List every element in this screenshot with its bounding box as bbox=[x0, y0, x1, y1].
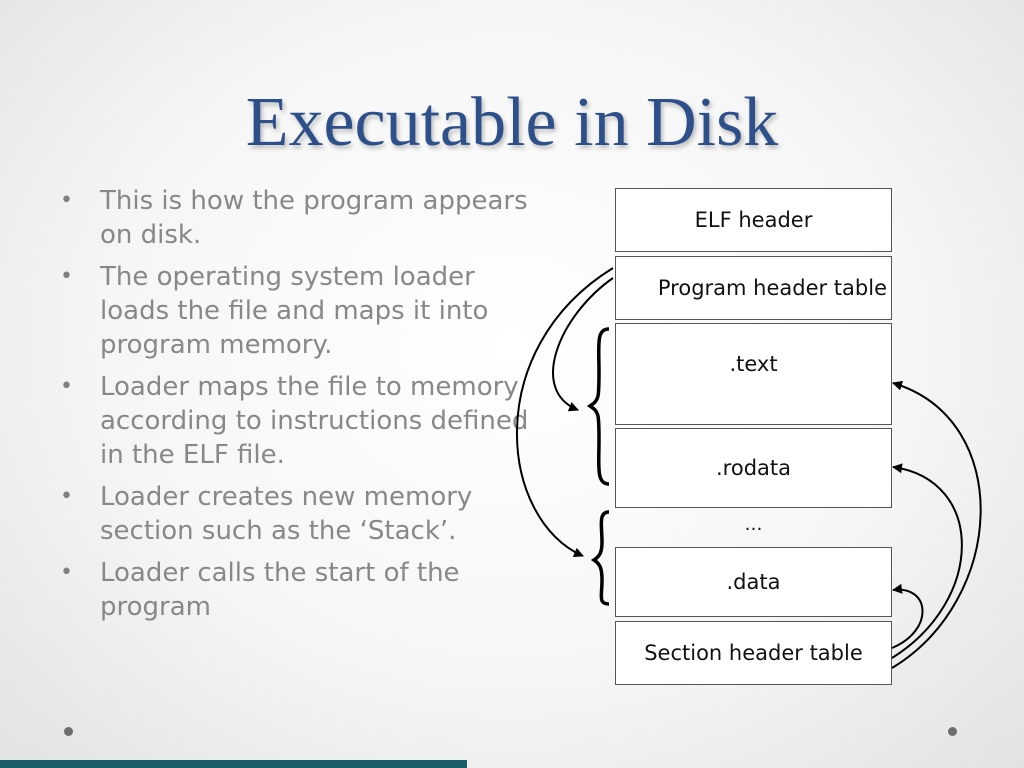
ellipsis-label: … bbox=[744, 514, 763, 535]
bullet-item: • This is how the program appears on disk… bbox=[58, 184, 548, 252]
bullet-list: • This is how the program appears on disk… bbox=[58, 184, 548, 632]
program-header-table-label: Program header table bbox=[657, 276, 887, 300]
bullet-item: • Loader calls the start of the program bbox=[58, 556, 548, 624]
elf-header-label: ELF header bbox=[694, 208, 813, 232]
section-header-to-data-arrow bbox=[891, 583, 924, 649]
bullet-text: Loader creates new memory section such a… bbox=[100, 482, 473, 546]
bullet-item: • Loader creates new memory section such … bbox=[58, 480, 548, 548]
bullet-dot: • bbox=[60, 264, 73, 289]
bullet-text: The operating system loader loads the fi… bbox=[100, 262, 489, 360]
bullet-dot: • bbox=[60, 560, 73, 585]
bullet-dot: • bbox=[60, 484, 73, 509]
bottom-accent-bar bbox=[0, 760, 467, 768]
slide-title: Executable in Disk bbox=[245, 84, 779, 161]
section-header-table-box: Section header table bbox=[615, 621, 892, 685]
bullet-item: • The operating system loader loads the f… bbox=[58, 260, 548, 362]
section-header-to-rodata-arrow bbox=[891, 463, 963, 659]
program-header-to-data-arrow bbox=[516, 267, 614, 557]
rodata-section-box: .rodata bbox=[615, 428, 892, 508]
data-brace bbox=[590, 510, 610, 606]
elf-header-box: ELF header bbox=[615, 188, 892, 252]
data-section-label: .data bbox=[726, 570, 781, 594]
bullet-dot: • bbox=[60, 374, 73, 399]
corner-dot-left bbox=[64, 727, 73, 736]
text-section-label: .text bbox=[729, 352, 778, 376]
data-section-box: .data bbox=[615, 547, 892, 617]
bullet-dot: • bbox=[60, 188, 73, 213]
bullet-text: This is how the program appears on disk. bbox=[100, 186, 528, 250]
program-header-table-box: Program header table bbox=[615, 256, 892, 320]
corner-dot-right bbox=[948, 727, 957, 736]
program-header-to-text-arrow bbox=[552, 277, 614, 412]
bullet-text: Loader maps the file to memory according… bbox=[100, 372, 529, 470]
text-section-box: .text bbox=[615, 323, 892, 425]
rodata-section-label: .rodata bbox=[716, 456, 791, 480]
bullet-item: • Loader maps the file to memory accordin… bbox=[58, 370, 548, 472]
bullet-text: Loader calls the start of the program bbox=[100, 558, 460, 622]
text-rodata-brace bbox=[586, 327, 610, 486]
section-header-to-text-arrow bbox=[891, 380, 982, 669]
section-header-table-label: Section header table bbox=[644, 641, 863, 665]
